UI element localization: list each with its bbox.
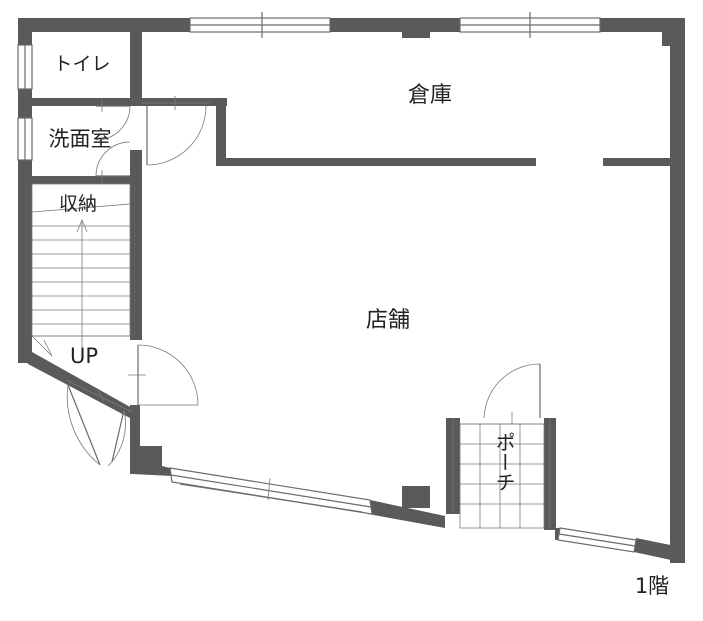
wall-left-column-bottom (130, 405, 140, 450)
washroom-label: 洗面室 (49, 127, 112, 151)
top-wall-left (18, 18, 190, 32)
warehouse-wall-short (142, 98, 227, 106)
bottom-wall-mid (368, 500, 445, 528)
staircase (31, 183, 131, 357)
room-labels: トイレ 洗面室 収納 倉庫 店舗 UP ポーチ 1階 (49, 53, 670, 598)
entrance-double-door (65, 379, 133, 467)
pillar-top-mid (402, 18, 430, 38)
stair-top-edge (31, 203, 131, 213)
warehouse-wall-bottom-left (216, 158, 536, 166)
bottom-windows (169, 467, 637, 553)
pillar-top-right (662, 18, 685, 46)
porch-area (446, 418, 556, 530)
top-windows (189, 12, 601, 38)
wall-left-column-top (130, 18, 142, 100)
top-wall-mid (330, 18, 460, 32)
shop-label: 店舗 (366, 308, 410, 333)
wall-under-toilet (18, 98, 142, 106)
stairs-up-label: UP (70, 344, 98, 368)
bottom-wall-right (634, 538, 685, 563)
pillar-bottom-mid (402, 486, 430, 508)
warehouse-label: 倉庫 (408, 83, 452, 108)
wall-left-column-mid (130, 150, 142, 340)
warehouse-wall-vertical (216, 98, 226, 166)
left-windows (17, 44, 33, 161)
warehouse-walls (142, 98, 673, 166)
toilet-label: トイレ (53, 53, 110, 75)
doors (65, 96, 541, 467)
porch-label: ポーチ (492, 432, 516, 492)
storage-closet-label: 収納 (59, 193, 97, 215)
right-wall (670, 18, 685, 563)
floor-label: 1階 (635, 574, 669, 598)
pillar-bottom-left (130, 446, 162, 474)
outer-walls (18, 18, 685, 563)
warehouse-wall-bottom-right (603, 158, 673, 166)
wall-under-washroom (18, 176, 142, 184)
interior-walls-left (18, 18, 142, 450)
